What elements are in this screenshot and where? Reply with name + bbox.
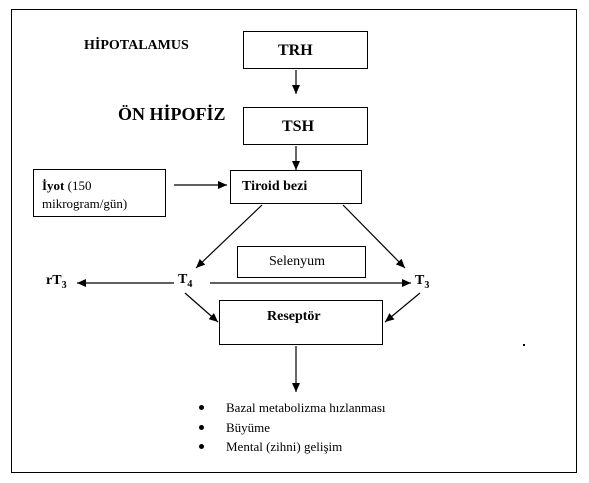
arrow-t3-to-receptor (384, 292, 421, 323)
effect-text: Büyüme (226, 419, 271, 435)
iodine-amount-1: (150 (67, 178, 92, 193)
bullet-icon (199, 424, 204, 430)
trh-label: TRH (278, 42, 313, 59)
t4-base: T (178, 272, 188, 287)
arrow-t4-to-receptor (184, 292, 219, 323)
iodine-box: İyot (150 mikrogram/gün) (33, 169, 166, 217)
effect-text: Mental (zihni) gelişim (226, 439, 343, 454)
t4-label: T4 (178, 272, 192, 290)
tsh-label: TSH (282, 118, 315, 135)
t3-label: T3 (415, 273, 429, 291)
bullet-icon (199, 405, 204, 410)
iodine-line-2: mikrogram/gün) (42, 196, 128, 211)
hypothalamus-label: HİPOTALAMUS (84, 38, 189, 53)
arrow-thyroid-to-t4 (195, 204, 263, 269)
effect-item: Büyüme (196, 418, 386, 438)
effect-item: Mental (zihni) gelişim (196, 437, 386, 457)
t3-sub: 3 (424, 279, 430, 291)
effects-list: Bazal metabolizma hızlanması Büyüme Ment… (196, 398, 386, 457)
receptor-label: Reseptör (267, 309, 321, 324)
arrow-thyroid-to-t3 (342, 204, 406, 269)
effect-text: Bazal metabolizma hızlanması (226, 400, 386, 415)
tsh-box: TSH (243, 107, 368, 145)
anterior-pituitary-label: ÖN HİPOFİZ (118, 104, 226, 124)
bullet-icon (199, 444, 204, 449)
selenium-label: Selenyum (269, 254, 325, 269)
selenium-box: Selenyum (237, 246, 366, 278)
rt3-label: rT3 (46, 273, 67, 291)
rt3-sub: 3 (61, 279, 67, 291)
receptor-box: Reseptör (219, 300, 383, 345)
t4-sub: 4 (187, 278, 193, 290)
iodine-line-1: İyot (150 (42, 178, 91, 194)
stray-dot (523, 344, 525, 346)
effect-item: Bazal metabolizma hızlanması (196, 398, 386, 418)
diagram-frame (11, 9, 577, 473)
thyroid-label: Tiroid bezi (242, 179, 308, 194)
t3-base: T (415, 273, 425, 288)
rt3-base: rT (46, 273, 62, 288)
trh-box: TRH (243, 31, 368, 69)
thyroid-box: Tiroid bezi (230, 170, 362, 204)
iodine-name: İyot (42, 178, 65, 193)
